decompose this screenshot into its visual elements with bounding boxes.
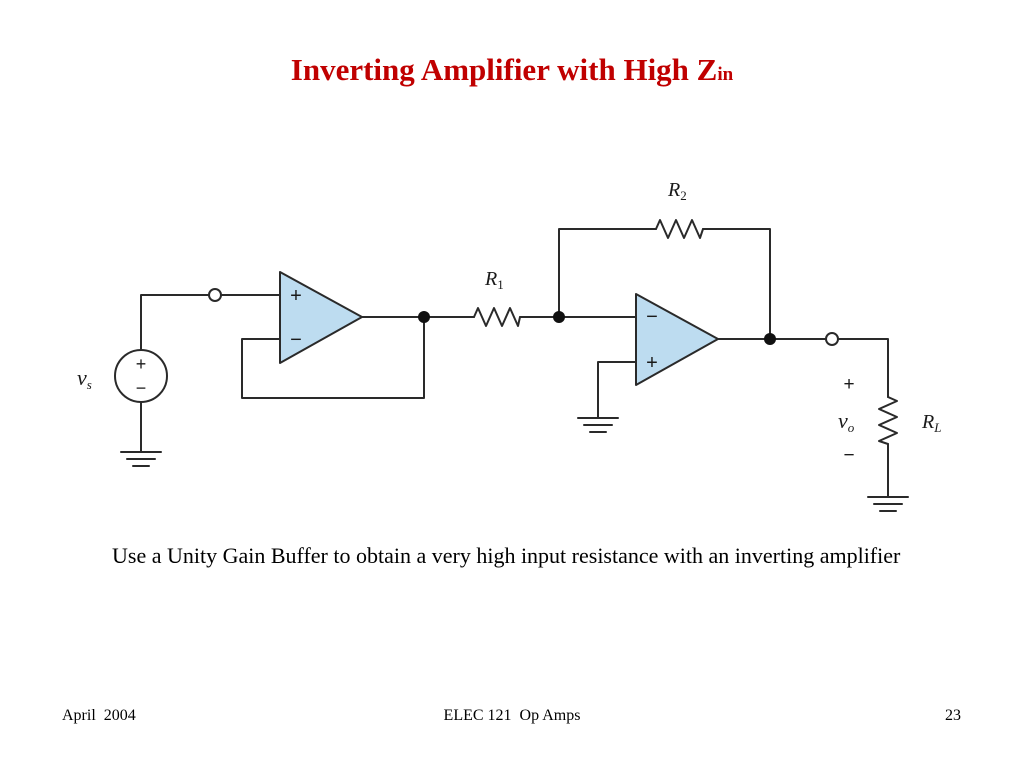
rl-label: RL (921, 411, 941, 435)
voltage-source (114, 349, 168, 403)
buffer-minus-input-sign: − (290, 329, 302, 351)
input-terminal (208, 288, 222, 302)
source-wires (140, 294, 210, 453)
footer-course: ELEC 121 Op Amps (443, 707, 581, 724)
footer-date: April 2004 (62, 707, 136, 724)
resistor-r1 (473, 307, 521, 327)
r2-left-wire (558, 228, 657, 318)
title-text: Inverting Amplifier with High Z (290, 52, 718, 87)
r2-right-wire (702, 228, 771, 340)
opamp-plus-input-sign: + (646, 352, 658, 374)
buffer-opamp (279, 271, 363, 364)
load-top-wire (837, 338, 889, 398)
source-plus-sign: + (136, 354, 147, 374)
junction-inverting-node (553, 311, 565, 323)
source-ground-symbol (120, 451, 162, 467)
r1-label: R1 (484, 268, 504, 292)
resistor-r2 (655, 219, 704, 239)
footer-page-number: 23 (945, 707, 961, 724)
resistor-rl (878, 396, 898, 445)
noninverting-ground-wire (597, 361, 637, 419)
output-minus-sign: − (843, 445, 854, 466)
junction-buffer-output (418, 311, 430, 323)
buffer-feedback-wire (241, 316, 425, 399)
vs-label: vs (77, 365, 92, 392)
vo-label: vo (838, 408, 855, 435)
output-terminal (825, 332, 839, 346)
opamp-minus-input-sign: − (646, 306, 658, 328)
inverting-opamp (635, 293, 719, 386)
junction-output (764, 333, 776, 345)
buffer-plus-input-sign: + (290, 285, 302, 307)
slide-title: Inverting Amplifier with High Zin (0, 52, 1024, 88)
r2-label: R2 (667, 179, 687, 203)
load-ground-symbol (867, 496, 909, 512)
title-subscript: in (717, 64, 734, 85)
source-minus-sign: − (136, 378, 147, 398)
description-text: Use a Unity Gain Buffer to obtain a very… (112, 543, 901, 568)
opamp-ground-symbol (577, 417, 619, 433)
output-plus-sign: + (843, 374, 854, 395)
